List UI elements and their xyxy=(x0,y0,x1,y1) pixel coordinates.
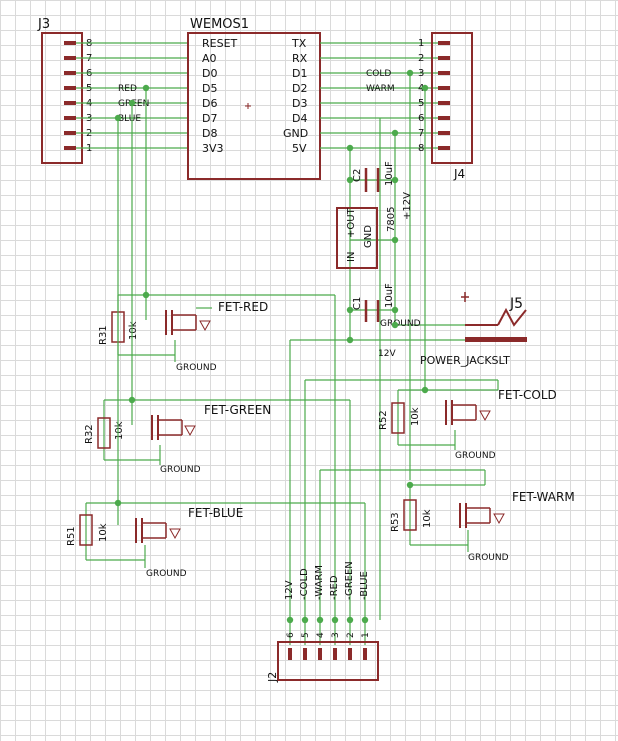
fet-blue: FET-BLUE R51 10k GROUND xyxy=(66,118,243,579)
j2-pin-3: 3 xyxy=(331,632,341,638)
fet-red-label: FET-RED xyxy=(218,300,268,314)
junction-dots xyxy=(114,69,429,624)
j5-name: J5 xyxy=(509,296,523,312)
net-red-label: RED xyxy=(118,84,137,94)
wemos-pin-d1: D1 xyxy=(292,67,307,80)
fet-red: FET-RED R31 10k GROUND xyxy=(98,88,268,373)
wemos-pin-d4: D4 xyxy=(292,112,307,125)
wemos-pin-d0: D0 xyxy=(202,67,217,80)
ground-label-c1: GROUND xyxy=(380,319,421,329)
r51-value: 10k xyxy=(98,523,109,542)
j2-signal-cold: -COLD xyxy=(299,568,310,600)
r32-name: R32 xyxy=(84,424,95,444)
fet-blue-label: FET-BLUE xyxy=(188,506,243,520)
connector-j4: 1 2 3 4 5 6 7 8 J4 xyxy=(418,32,473,181)
reg-pin-gnd: GND xyxy=(363,225,374,248)
fet-cold: FET-COLD R52 10k GROUND xyxy=(378,388,557,461)
j4-label: J4 xyxy=(453,167,465,181)
j2-signal-green: -GREEN xyxy=(344,561,355,600)
wemos-pin-d7: D7 xyxy=(202,112,217,125)
net-warm-label: WARM xyxy=(366,84,395,94)
j2-signal-blue: -BLUE xyxy=(359,571,370,600)
j4-pin-6: 6 xyxy=(418,113,424,124)
wemos-pin-a0: A0 xyxy=(202,52,217,65)
ground-label-blue: GROUND xyxy=(146,569,187,579)
power-jack-j5: J5 POWER_JACKSLT xyxy=(420,292,527,367)
c1-label: C1 xyxy=(352,297,363,310)
wemos-pin-d8: D8 xyxy=(202,127,217,140)
c2-label: C2 xyxy=(352,169,363,182)
drain-wires xyxy=(182,294,499,620)
net-cold-label: COLD xyxy=(366,69,391,79)
wemos-pin-reset: RESET xyxy=(202,37,238,50)
r51-name: R51 xyxy=(66,526,77,546)
r53-name: R53 xyxy=(390,512,401,532)
r32-value: 10k xyxy=(114,421,125,440)
c2-value: 10uF xyxy=(384,161,395,186)
power-wires xyxy=(289,73,465,620)
j4-pin-7: 7 xyxy=(418,128,424,139)
fet-cold-label: FET-COLD xyxy=(498,388,557,402)
j2-signal-red: -RED xyxy=(329,575,340,600)
wemos-pin-d5: D5 xyxy=(202,82,217,95)
ground-label-green: GROUND xyxy=(160,465,201,475)
j4-pin-8: 8 xyxy=(418,143,424,154)
r31-value: 10k xyxy=(128,321,139,340)
wemos-pin-d3: D3 xyxy=(292,97,307,110)
j4-pin-5: 5 xyxy=(418,98,424,109)
wemos-pin-5v: 5V xyxy=(292,142,307,155)
r31-name: R31 xyxy=(98,325,109,345)
wemos-pin-gnd: GND xyxy=(283,127,308,140)
j3-label: J3 xyxy=(37,17,50,32)
capacitor-c2: C2 10uF xyxy=(352,161,395,192)
capacitor-c1: C1 10uF xyxy=(352,283,395,322)
r52-value: 10k xyxy=(410,407,421,426)
reg-pin-out: +OUT xyxy=(346,207,357,238)
wemos-pin-d6: D6 xyxy=(202,97,217,110)
reg-name: 7805 xyxy=(386,207,397,232)
j2-pin-2: 2 xyxy=(346,632,356,638)
j2-signal-12v: 12V xyxy=(284,580,295,600)
fet-warm: FET-WARM R53 10k GROUND xyxy=(390,484,575,563)
connector-j2: 12V -COLD -WARM -RED -GREEN -BLUE 6 5 4 … xyxy=(266,561,379,683)
connector-j3: J3 8 7 6 5 4 3 2 1 xyxy=(37,17,92,164)
j4-pin-1: 1 xyxy=(418,38,424,49)
j2-signal-warm: -WARM xyxy=(314,565,325,600)
reg-pin-in: IN xyxy=(346,252,357,262)
wemos-pin-tx: TX xyxy=(291,37,307,50)
j4-pin-2: 2 xyxy=(418,53,424,64)
j2-label: J2 xyxy=(266,672,279,683)
wemos-pin-3v3: 3V3 xyxy=(202,142,224,155)
r52-name: R52 xyxy=(378,410,389,430)
reg-label: +12V xyxy=(402,192,413,220)
wemos-label: WEMOS1 xyxy=(190,17,249,32)
j2-pin-4: 4 xyxy=(316,632,326,638)
j2-pin-5: 5 xyxy=(301,632,311,638)
j4-pin-4: 4 xyxy=(418,83,424,94)
j2-pin-1: 1 xyxy=(361,632,371,638)
r53-value: 10k xyxy=(422,509,433,528)
regulator-7805: IN GND +OUT 7805 +12V xyxy=(336,192,413,269)
ground-label-red: GROUND xyxy=(176,363,217,373)
ground-label-warm: GROUND xyxy=(468,553,509,563)
fet-green: FET-GREEN R32 10k GROUND xyxy=(84,103,271,475)
j5-label: POWER_JACKSLT xyxy=(420,354,510,367)
c1-value: 10uF xyxy=(384,283,395,308)
j4-pin-3: 3 xyxy=(418,68,424,79)
j2-pin-6: 6 xyxy=(286,632,296,638)
wemos-pin-d2: D2 xyxy=(292,82,307,95)
net-blue-label: BLUE xyxy=(118,114,141,124)
wemos-pin-rx: RX xyxy=(292,52,308,65)
fet-green-label: FET-GREEN xyxy=(204,403,271,417)
fet-warm-label: FET-WARM xyxy=(512,490,575,504)
ground-label-cold: GROUND xyxy=(455,451,496,461)
net-12v-label: 12V xyxy=(378,349,396,359)
wemos-module: WEMOS1 RESET A0 D0 D5 D6 D7 D8 3V3 TX RX… xyxy=(187,17,321,180)
